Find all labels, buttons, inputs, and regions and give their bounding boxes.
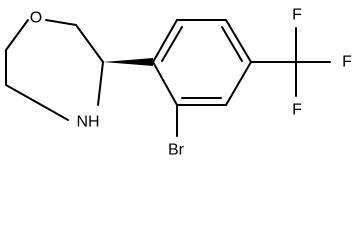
fluorine-top-label: F (292, 7, 302, 24)
structure-canvas: O NH Br F F F (5, 7, 352, 159)
bond-n-c5 (97, 61, 104, 106)
bond-c6-c5 (75, 24, 104, 63)
bond-o-c2 (5, 19, 29, 51)
fluorine-right-label: F (342, 54, 352, 71)
wedge-bond (103, 58, 153, 66)
bromine-label: Br (168, 142, 185, 159)
fluorine-bottom-label: F (292, 102, 302, 119)
double-bond-inner-2 (221, 26, 243, 62)
bond-o-c6 (45, 19, 77, 26)
double-bond-inner-1 (161, 26, 183, 62)
bond-c3-n (5, 84, 69, 121)
molecule-drawing: O NH Br F F F (5, 7, 352, 159)
nitrogen-label: NH (76, 114, 99, 131)
bond-ar1-ar2 (152, 19, 178, 63)
oxygen-label: O (30, 10, 42, 27)
bond-ar3-ar4 (225, 19, 252, 63)
bond-ar4-ar5 (225, 61, 252, 106)
bond-ar6-ar1 (152, 61, 178, 106)
